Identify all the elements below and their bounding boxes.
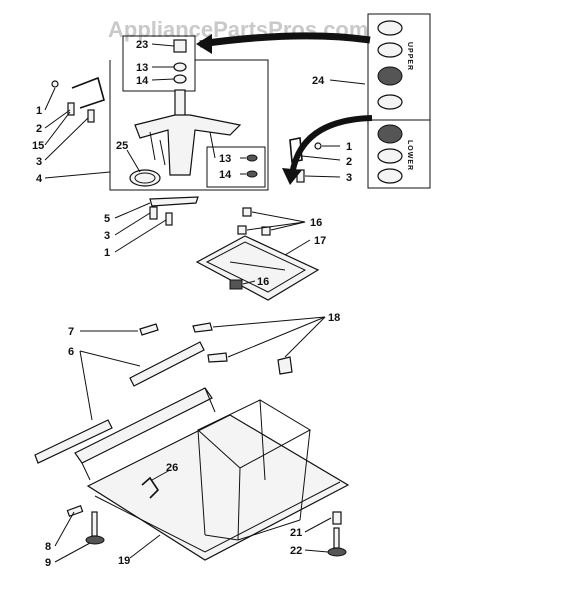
front-rail [74, 387, 213, 464]
part-7 [139, 323, 159, 336]
part-8 [66, 505, 84, 517]
callout-21: 21 [290, 527, 302, 539]
part-1-lower [165, 212, 173, 226]
callout-23: 23 [136, 39, 148, 51]
callout-2-top-left: 2 [36, 123, 42, 135]
callout-25: 25 [116, 140, 128, 152]
foot-stem-right [333, 527, 340, 549]
callout-13-right: 13 [219, 153, 231, 165]
callout-4: 4 [36, 173, 43, 185]
callout-8: 8 [45, 541, 51, 553]
part-14-top [173, 74, 187, 84]
bearing-kit-inset: UPPER LOWER [367, 13, 431, 189]
transmission-hub [134, 114, 242, 176]
callout-24: 24 [312, 75, 325, 87]
callout-1-top-left: 1 [36, 105, 42, 117]
callout-14-top: 14 [136, 75, 149, 87]
part-23 [173, 39, 187, 53]
callout-16-lower: 16 [257, 276, 269, 288]
callout-7: 7 [68, 326, 74, 338]
bracket-right [289, 137, 303, 163]
part-1-right [314, 142, 322, 150]
part-16-c [237, 225, 247, 235]
callout-3-top-left: 3 [36, 156, 42, 168]
callout-14-right: 14 [219, 169, 232, 181]
bracket-left [71, 76, 105, 109]
arrow-upper [199, 32, 371, 48]
part-1-left [51, 80, 59, 88]
callout-26: 26 [166, 462, 178, 474]
part-22-foot [327, 547, 347, 557]
part-26 [141, 476, 160, 499]
callout-22: 22 [290, 545, 302, 557]
callout-1-lower: 1 [104, 247, 110, 259]
part-21 [332, 511, 342, 525]
part-17-base-bracket [195, 235, 320, 301]
callout-6: 6 [68, 346, 74, 358]
part-3-left [87, 109, 95, 123]
part-18-b [207, 352, 228, 363]
part-6-upper [129, 341, 205, 387]
bracket-assembly [195, 207, 320, 301]
hub-legs [149, 131, 216, 166]
callout-3-right: 3 [346, 172, 352, 184]
callout-labels: 1 2 15 3 4 23 13 14 25 13 14 24 1 2 3 5 … [32, 39, 352, 569]
part-18-a [192, 322, 213, 333]
callout-9: 9 [45, 557, 51, 569]
foot-stem-left [91, 511, 98, 537]
part-5-bracket [149, 196, 199, 207]
callout-16-top: 16 [310, 217, 322, 229]
inset-lower-box [367, 119, 431, 189]
part-16-a [242, 207, 252, 217]
base-frame [66, 387, 350, 561]
callout-2-right: 2 [346, 156, 352, 168]
arrow-lower [289, 115, 373, 176]
callout-18: 18 [328, 312, 340, 324]
drive-assembly [51, 35, 322, 226]
part-16-d [229, 279, 243, 290]
part-13-top [173, 62, 187, 72]
callout-17: 17 [314, 235, 326, 247]
callout-box-main [109, 59, 269, 191]
part-18-c [277, 356, 293, 375]
inset-lower-label: LOWER [406, 140, 413, 171]
leader-lines [44, 43, 366, 563]
part-3-lower [149, 206, 158, 220]
callout-5: 5 [104, 213, 110, 225]
callout-box-inner [206, 146, 266, 188]
base-plate [86, 414, 350, 561]
callout-13-top: 13 [136, 62, 148, 74]
callout-1-right: 1 [346, 141, 352, 153]
part-13-right [246, 154, 258, 162]
callout-15: 15 [32, 140, 44, 152]
callout-19: 19 [118, 555, 130, 567]
part-9-foot [85, 535, 105, 545]
callout-box-top [122, 35, 196, 92]
callout-3-lower: 3 [104, 230, 110, 242]
inset-upper-label: UPPER [406, 42, 413, 71]
part-6-lower [34, 419, 113, 464]
mid-parts [34, 322, 293, 464]
part-15 [67, 102, 75, 116]
part-25-ring [129, 169, 161, 187]
part-14-right [246, 170, 258, 178]
